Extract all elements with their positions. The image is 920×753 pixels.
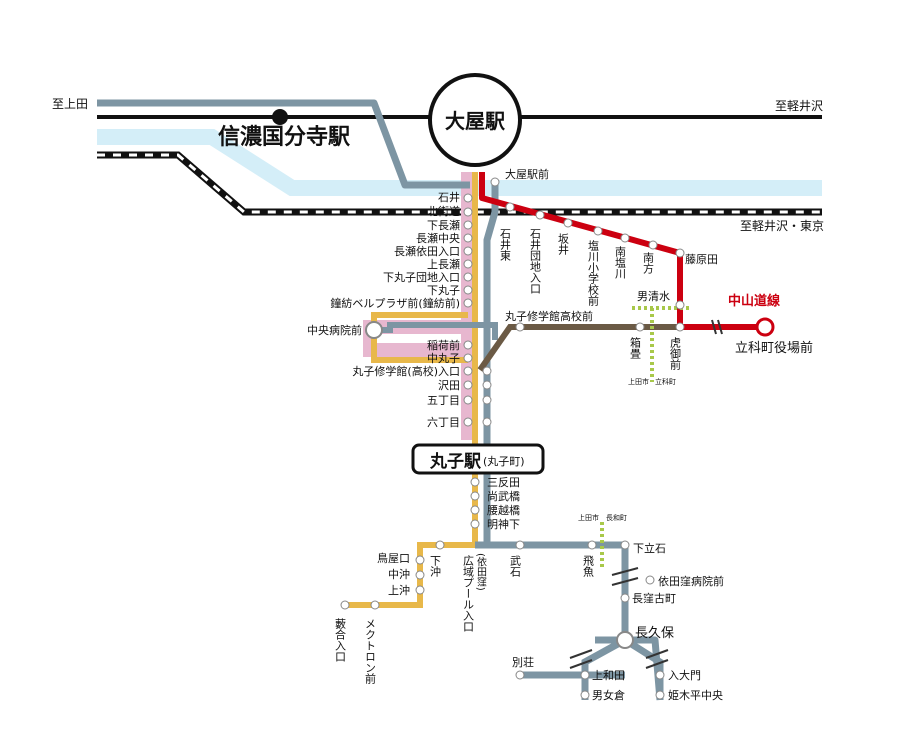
maruko-station-box[interactable]: [411, 443, 545, 475]
stop-nagase-yoda: 長瀬依田入口: [394, 244, 460, 258]
shinano-kokubunji-label: 信濃国分寺駅: [218, 124, 350, 150]
stop-kamioki: 上沖: [388, 584, 410, 597]
stop-kamiwada: 上和田: [592, 669, 625, 682]
stop-ishii-higashi: 石井東: [499, 228, 512, 262]
stop-shimomaruko: 下丸子: [427, 284, 460, 297]
chikuma-river: [97, 129, 822, 196]
stop-toriyaguchi: 鳥屋口: [377, 551, 410, 565]
stop-nagase-chuo: 長瀬中央: [416, 231, 460, 245]
stop-inari: 稲荷前: [427, 338, 460, 352]
stop-shimotateishi: 下立石: [633, 541, 666, 555]
maruko-station-sub: (丸子町): [483, 455, 525, 468]
route-break-mark: [569, 319, 723, 669]
stop-koshigoebashi: 腰越橋: [487, 503, 520, 517]
stop-hiroiki-note: (依田窪): [475, 553, 487, 591]
stop-himekidaira: 姫木平中央: [668, 688, 723, 702]
red-stop-dots: [505, 202, 685, 332]
stop-sawada: 沢田: [438, 378, 460, 392]
stop-yodakubo-byoin: 依田窪病院前: [658, 574, 724, 588]
brown-route-line: [477, 324, 680, 372]
stop-shobukyo: 尚武橋: [487, 489, 520, 503]
boundary-tateshina: 立科町: [655, 377, 676, 386]
stop-takeishi: 武石: [509, 555, 522, 577]
chuo-byoin-terminal[interactable]: [365, 321, 383, 339]
stop-rokuchome: 六丁目: [427, 416, 460, 429]
stop-sakai: 坂井: [557, 233, 570, 256]
gray-route-oya-maruko: [483, 182, 499, 545]
stop-gochome: 五丁目: [427, 394, 460, 407]
stop-minami-shiokawa: 南塩川: [614, 246, 627, 279]
stop-kaminagase: 上長瀬: [427, 257, 460, 271]
stop-omegura: 男女倉: [592, 688, 625, 702]
gray-route-chuo-byoin: [374, 322, 498, 340]
stop-ishii-danchi: 石井団地入口: [529, 228, 542, 294]
direction-ueda: 至上田: [52, 97, 88, 111]
stop-mekutoron: メクトロン前: [364, 618, 377, 685]
gray-route-takeishi: [475, 541, 664, 701]
stop-osamizu: 男清水: [637, 290, 670, 303]
stop-tateshina-yakuba: 立科町役場前: [735, 340, 813, 356]
stop-kanebo: 鐘紡ベルプラザ前(鐘紡前): [330, 296, 460, 310]
stop-chuo-byoin: 中央病院前: [307, 323, 362, 337]
stop-sanmonda: 三反田: [487, 476, 520, 489]
stop-kitakaido: 北街道: [427, 204, 460, 218]
stop-maruko-shugakukan-kokomae: 丸子修学館高校前: [505, 309, 593, 323]
stop-toragomae: 虎御前: [669, 337, 682, 371]
stop-bessho: 別荘: [512, 656, 534, 669]
tateshina-terminal[interactable]: [755, 317, 775, 337]
stop-nagakubo-furumachi: 長窪古町: [632, 591, 676, 605]
stop-iriomon: 入大門: [668, 668, 701, 682]
stop-nagakubo: 長久保: [635, 626, 674, 641]
maruko-station-label: 丸子駅: [429, 451, 482, 472]
stop-tobiuo: 飛魚: [582, 555, 595, 578]
stop-myojinshita: 明神下: [487, 517, 520, 531]
stop-shimomaruko-danchi: 下丸子団地入口: [383, 271, 460, 284]
stop-nakamaruko: 中丸子: [427, 352, 460, 365]
stop-shimonagase: 下長瀬: [427, 218, 460, 232]
nagakubo-terminal[interactable]: [616, 631, 634, 649]
boundary-ueda-2: 上田市: [578, 513, 599, 522]
stop-hakodatami: 箱畳: [629, 336, 642, 359]
boundary-ueda-1: 上田市: [628, 377, 649, 386]
stop-aiai: 藪合入口: [334, 618, 347, 662]
lower-stop-dots: [340, 540, 665, 700]
direction-karuizawa-top: 至軽井沢: [775, 99, 823, 113]
yellow-route-line: [345, 172, 478, 608]
stop-shimooki: 下沖: [429, 555, 442, 578]
stop-hiroiki-pool: 広域プール入口: [462, 555, 475, 632]
oya-station-label: 大屋駅: [445, 109, 505, 133]
gray-route-from-ueda: [97, 99, 470, 189]
stop-shiokawa-shogakko: 塩川小学校前: [587, 239, 600, 307]
stop-nakaoki: 中沖: [388, 568, 410, 581]
stop-fujiharada: 藤原田: [685, 253, 718, 266]
stop-minamikata: 南方: [642, 252, 655, 274]
oya-station-hub[interactable]: [428, 73, 522, 167]
shinano-kokubunji-dot[interactable]: [272, 109, 288, 125]
boundary-nagawa: 長和町: [606, 513, 627, 522]
stop-maruko-shugakukan-koko: 丸子修学館(高校)入口: [352, 364, 460, 378]
trunk-stop-dots: [463, 177, 500, 529]
line-nakasendo: 中山道線: [728, 293, 781, 309]
direction-karuizawa-tokyo: 至軽井沢・東京: [740, 219, 824, 233]
stop-oya-ekimae: 大屋駅前: [505, 167, 549, 181]
stop-ishii: 石井: [438, 190, 460, 204]
